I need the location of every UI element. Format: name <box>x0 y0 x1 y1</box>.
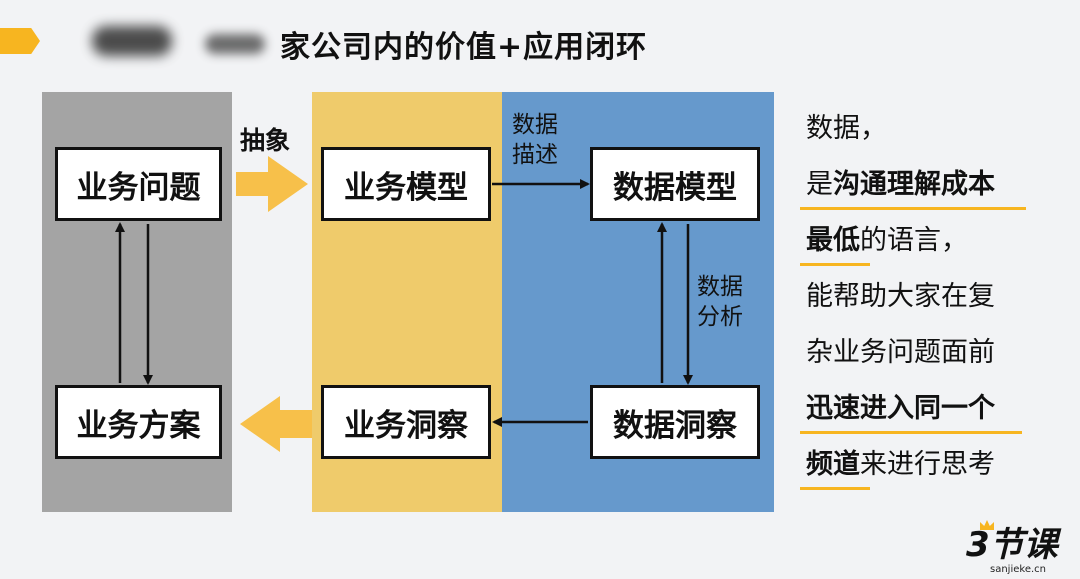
data-description-label: 数据 描述 <box>512 110 558 170</box>
highlight-underline <box>800 487 870 490</box>
logo-url: sanjieke.cn <box>990 564 1046 575</box>
highlight-underline <box>800 207 1026 210</box>
data-model-box: 数据模型 <box>590 147 760 221</box>
side-text: 数据， <box>806 113 887 144</box>
side-line-3: 最低的语言， <box>800 218 1066 274</box>
side-text-bold: 频道 <box>806 449 860 480</box>
side-text: 能帮助大家在复 <box>806 281 995 312</box>
business-problem-box: 业务问题 <box>55 147 222 221</box>
data-analysis-line-2: 分析 <box>697 304 743 330</box>
blurred-title-region <box>92 26 172 56</box>
side-text: 是 <box>806 169 833 200</box>
side-text: 来进行思考 <box>860 449 995 480</box>
data-insight-box: 数据洞察 <box>590 385 760 459</box>
side-line-6: 迅速进入同一个 <box>800 386 1066 442</box>
title-accent-tab <box>0 28 40 54</box>
side-text: 的语言， <box>860 225 968 256</box>
insight-to-solution-arrow <box>240 396 312 452</box>
side-text-bold: 最低 <box>806 225 860 256</box>
brand-logo: 3节课 sanjieke.cn <box>966 520 1066 576</box>
logo-text: 3节课 <box>966 525 1058 565</box>
side-line-2: 是沟通理解成本 <box>800 162 1066 218</box>
business-solution-box: 业务方案 <box>55 385 222 459</box>
side-line-1: 数据， <box>806 106 1066 162</box>
page-title: 家公司内的价值+应用闭环 <box>280 30 648 65</box>
side-text-bold: 迅速进入同一个 <box>806 393 995 424</box>
business-insight-box: 业务洞察 <box>321 385 491 459</box>
side-line-7: 频道来进行思考 <box>800 442 1066 498</box>
blurred-title-region-2 <box>205 34 265 54</box>
data-description-line-2: 描述 <box>512 142 558 168</box>
business-model-box: 业务模型 <box>321 147 491 221</box>
side-text: 杂业务问题面前 <box>806 337 995 368</box>
side-text-bold: 沟通理解成本 <box>833 169 995 200</box>
abstraction-arrow <box>236 156 308 212</box>
crown-icon <box>980 520 994 530</box>
highlight-underline <box>800 431 1022 434</box>
side-line-5: 杂业务问题面前 <box>806 330 1066 386</box>
abstraction-label: 抽象 <box>240 126 291 155</box>
data-analysis-label: 数据 分析 <box>697 272 743 332</box>
highlight-underline <box>800 263 870 266</box>
side-line-4: 能帮助大家在复 <box>806 274 1066 330</box>
side-explanation: 数据， 是沟通理解成本 最低的语言， 能帮助大家在复 杂业务问题面前 迅速进入同… <box>800 106 1066 498</box>
data-description-line-1: 数据 <box>512 112 558 138</box>
data-analysis-line-1: 数据 <box>697 274 743 300</box>
